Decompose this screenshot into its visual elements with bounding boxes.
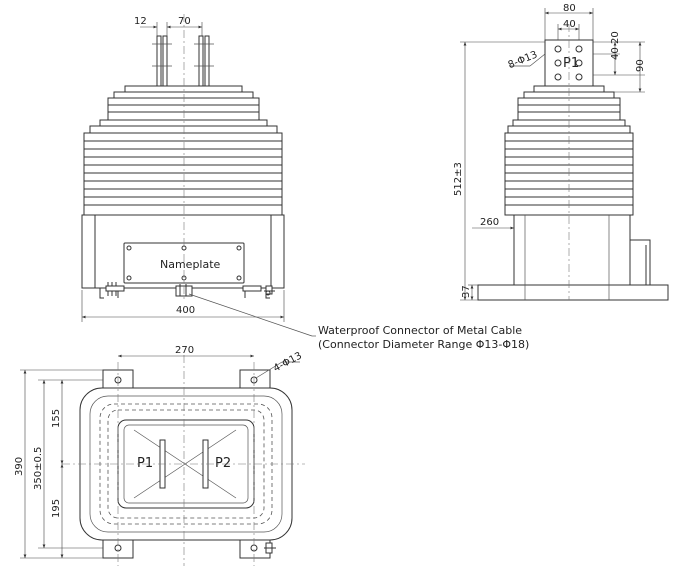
dim-400-label: 400 <box>176 305 195 316</box>
bottom-dim-195: 195 <box>51 499 62 518</box>
side-holes-label: 8-Φ13 <box>507 49 539 71</box>
side-dim-40-20: 40 <box>610 47 621 60</box>
side-dim-260: 260 <box>480 217 499 228</box>
front-view: 12 70 <box>81 14 316 337</box>
side-dim-80: 80 <box>563 3 576 14</box>
waterproof-connector-callout: Waterproof Connector of Metal Cable (Con… <box>318 324 529 351</box>
dim-12-label: 12 <box>134 16 147 27</box>
side-dim-20: 20 <box>610 31 621 44</box>
bottom-view: P1 P2 270 4-Φ13 390 350±0.5 155 195 <box>14 345 305 566</box>
side-view: P1 8-Φ13 80 40 40 20 90 <box>453 3 669 301</box>
dim-70-label: 70 <box>178 16 191 27</box>
side-dim-512: 512±3 <box>453 162 464 196</box>
front-terminals <box>152 35 214 87</box>
bottom-p2-label: P2 <box>215 456 231 471</box>
bottom-p1-label: P1 <box>137 456 153 471</box>
bottom-dim-390: 390 <box>14 457 25 476</box>
side-p1-label: P1 <box>563 56 579 71</box>
side-base-plate <box>477 284 669 301</box>
front-base: Nameplate <box>81 214 285 289</box>
callout-line2: (Connector Diameter Range Φ13-Φ18) <box>318 338 529 351</box>
front-sheds <box>83 85 283 216</box>
front-width-dimension: 400 <box>81 290 285 322</box>
bottom-dim-270: 270 <box>175 345 194 356</box>
front-top-dimensions: 12 70 <box>134 16 203 36</box>
bottom-dim-155: 155 <box>51 409 62 428</box>
callout-leader <box>188 293 313 337</box>
bottom-dim-350: 350±0.5 <box>33 447 44 490</box>
nameplate-label: Nameplate <box>160 258 221 271</box>
side-dim-90: 90 <box>635 59 646 72</box>
side-lower-body <box>513 214 631 286</box>
callout-line1: Waterproof Connector of Metal Cable <box>318 324 522 337</box>
side-dim-40: 40 <box>563 19 576 30</box>
bottom-holes-label: 4-Φ13 <box>272 350 304 374</box>
side-dim-37: 37 <box>461 285 472 298</box>
